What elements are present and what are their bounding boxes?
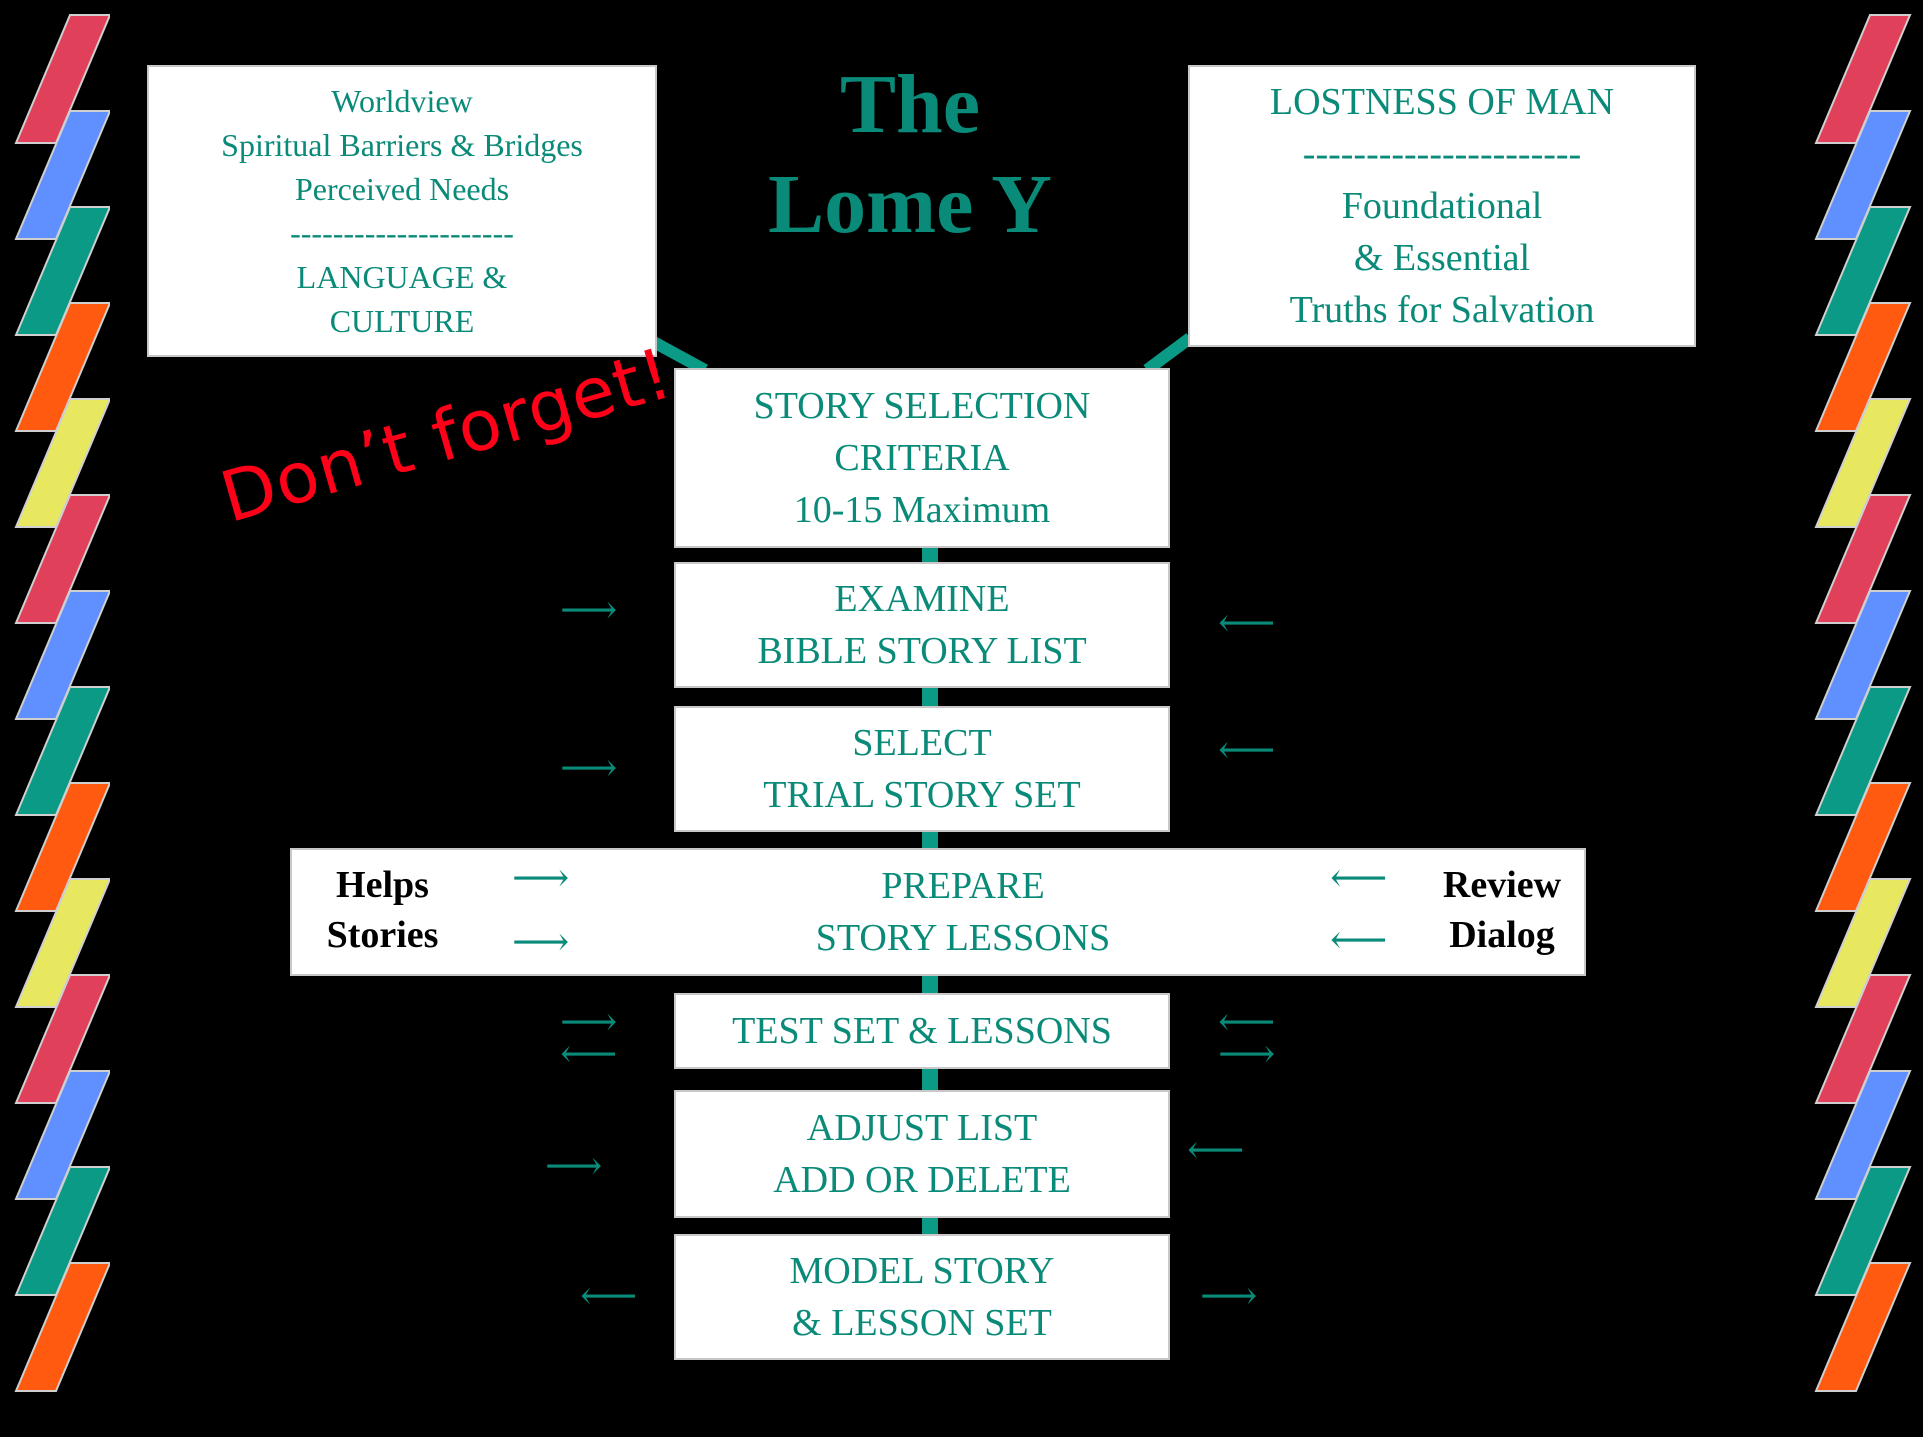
left-arrow-icon: ⟵ — [1218, 727, 1276, 772]
essential-line: & Essential — [1353, 237, 1531, 279]
left-arrow-icon: ⟵ — [1187, 1127, 1245, 1172]
right-arrow-icon: ⟶ — [512, 919, 570, 964]
barriers-line: Spiritual Barriers & Bridges — [221, 127, 583, 163]
right-arrow-icon: ⟶ — [560, 999, 618, 1044]
needs-line: Perceived Needs — [294, 171, 510, 207]
step-line: STORY LESSONS — [815, 917, 1111, 959]
step-line: CRITERIA — [834, 437, 1010, 479]
step-examine: EXAMINE BIBLE STORY LIST — [674, 562, 1170, 688]
right-arrow-icon: ⟶ — [545, 1143, 603, 1188]
stripe-segment — [1814, 1262, 1912, 1392]
worldview-line: Worldview — [331, 83, 473, 119]
right-arrow-icon: ⟶ — [1200, 1273, 1258, 1318]
dialog-label: Dialog — [1449, 914, 1555, 956]
step-story-selection: STORY SELECTION CRITERIA 10-15 Maximum — [674, 368, 1170, 548]
review-label: Review — [1442, 864, 1562, 906]
lostness-box: LOSTNESS OF MAN ---------------------- F… — [1188, 65, 1696, 347]
helps-stories-label: Helps Stories — [315, 860, 450, 960]
step-line: & LESSON SET — [792, 1302, 1052, 1344]
left-arrow-icon: ⟵ — [1218, 600, 1276, 645]
step-adjust: ADJUST LIST ADD OR DELETE — [674, 1090, 1170, 1218]
stripe-segment — [14, 1262, 110, 1392]
step-line: STORY SELECTION — [753, 385, 1091, 427]
step-test: TEST SET & LESSONS — [674, 993, 1170, 1069]
step-line: BIBLE STORY LIST — [757, 630, 1087, 672]
page-title: The Lome Y — [740, 55, 1080, 255]
step-line: ADJUST LIST — [806, 1107, 1038, 1149]
step-line: MODEL STORY — [789, 1250, 1055, 1292]
left-stripe-decoration — [14, 14, 110, 1392]
stories-label: Stories — [326, 914, 439, 956]
step-line: 10-15 Maximum — [793, 489, 1051, 531]
step-prepare: PREPARE STORY LESSONS — [290, 848, 1586, 976]
right-arrow-icon: ⟶ — [560, 745, 618, 790]
divider-line: --------------------- — [290, 215, 514, 251]
lostness-line: LOSTNESS OF MAN — [1269, 81, 1615, 123]
step-line: TRIAL STORY SET — [763, 774, 1081, 816]
step-line: TEST SET & LESSONS — [732, 1010, 1112, 1052]
right-arrow-icon: ⟶ — [560, 587, 618, 632]
step-line: SELECT — [852, 722, 992, 764]
divider-line: ---------------------- — [1302, 133, 1582, 175]
step-line: ADD OR DELETE — [773, 1159, 1071, 1201]
right-arrow-icon: ⟶ — [512, 855, 570, 900]
truths-line: Truths for Salvation — [1289, 289, 1595, 331]
title-line-1: The — [839, 58, 981, 151]
worldview-box: Worldview Spiritual Barriers & Bridges P… — [147, 65, 657, 357]
step-line: PREPARE — [881, 865, 1045, 907]
title-line-2: Lome Y — [768, 158, 1052, 251]
left-arrow-icon: ⟵ — [1330, 855, 1388, 900]
step-model: MODEL STORY & LESSON SET — [674, 1234, 1170, 1360]
step-select: SELECT TRIAL STORY SET — [674, 706, 1170, 832]
right-arrow-icon: ⟶ — [1218, 1031, 1276, 1076]
left-arrow-icon: ⟵ — [560, 1031, 618, 1076]
foundational-line: Foundational — [1341, 185, 1543, 227]
step-line: EXAMINE — [834, 578, 1010, 620]
right-stripe-decoration — [1814, 14, 1912, 1392]
language-line: LANGUAGE & — [296, 259, 508, 295]
helps-label: Helps — [336, 864, 429, 906]
culture-line: CULTURE — [329, 303, 475, 339]
left-arrow-icon: ⟵ — [580, 1273, 638, 1318]
left-arrow-icon: ⟵ — [1218, 999, 1276, 1044]
left-arrow-icon: ⟵ — [1330, 917, 1388, 962]
review-dialog-label: Review Dialog — [1432, 860, 1572, 960]
